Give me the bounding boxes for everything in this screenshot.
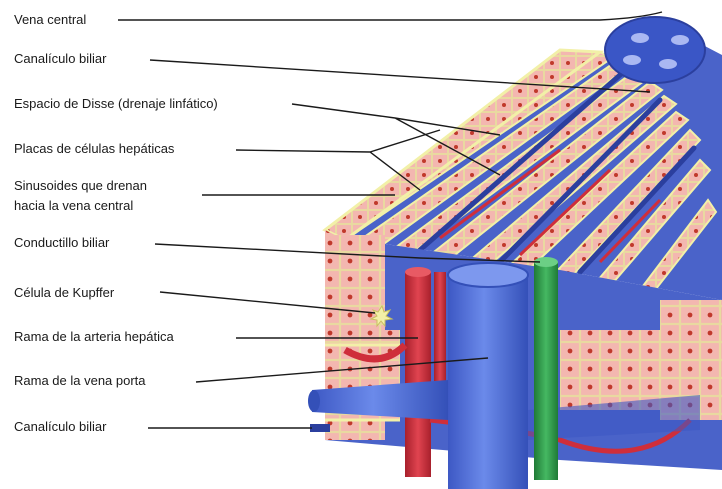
label-rama-arteria: Rama de la arteria hepática bbox=[14, 329, 174, 344]
label-sinusoides-line2: hacia la vena central bbox=[14, 198, 133, 213]
label-rama-vena-porta: Rama de la vena porta bbox=[14, 373, 146, 388]
hepatocyte-block-right bbox=[560, 330, 660, 410]
label-vena-central: Vena central bbox=[14, 12, 86, 27]
label-conductillo-biliar: Conductillo biliar bbox=[14, 235, 110, 250]
label-sinusoides-line1: Sinusoides que drenan bbox=[14, 178, 147, 193]
label-placas-celulas: Placas de células hepáticas bbox=[14, 141, 175, 156]
leader-vena-central bbox=[118, 12, 662, 20]
label-celula-kupffer: Célula de Kupffer bbox=[14, 285, 115, 300]
label-canaliculo-biliar-bottom: Canalículo biliar bbox=[14, 419, 107, 434]
central-vein bbox=[605, 17, 705, 83]
label-espacio-de-disse: Espacio de Disse (drenaje linfático) bbox=[14, 96, 218, 111]
label-canaliculo-biliar-top: Canalículo biliar bbox=[14, 51, 107, 66]
